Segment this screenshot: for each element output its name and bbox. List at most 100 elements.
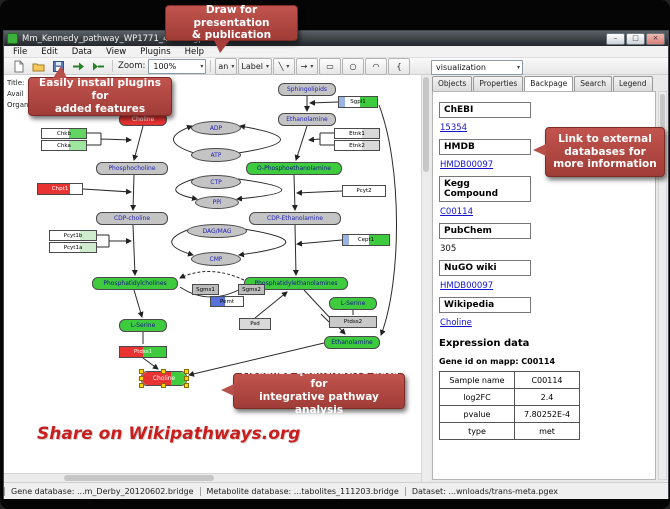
pathway-node-sgms1[interactable]: Sgms1	[192, 284, 219, 295]
pathway-edge[interactable]	[173, 124, 195, 154]
label-tool[interactable]: Label▾	[238, 57, 272, 75]
pathway-edge[interactable]	[130, 174, 137, 211]
tab-backpage[interactable]: Backpage	[524, 76, 574, 91]
pathway-node-pcyt1a[interactable]: Pcyt1a	[49, 242, 97, 253]
pathway-node-phosphocholine[interactable]: Phosphocholine	[96, 162, 168, 175]
backpage-value-wikipedia[interactable]: Choline	[440, 318, 472, 328]
pathway-edge[interactable]	[320, 313, 330, 323]
maximize-button[interactable]: □	[626, 32, 645, 45]
pathway-node-l-serine-left[interactable]: L-Serine	[119, 319, 167, 332]
pathway-node-pcyt1b[interactable]: Pcyt1b	[49, 230, 97, 241]
arrow-tool[interactable]: →▾	[295, 57, 318, 75]
pathway-node-cdp-ethanolamine[interactable]: CDP-Ethanolamine	[249, 212, 341, 225]
pathway-node-sphingolipids[interactable]: Sphingolipids	[278, 83, 336, 96]
tab-legend[interactable]: Legend	[612, 76, 653, 91]
pathway-edge[interactable]	[132, 125, 144, 161]
rectangle-tool[interactable]: ▭	[318, 57, 341, 75]
pathway-node-psd[interactable]: Psd	[239, 318, 271, 330]
backpage-value-nugo-wiki[interactable]: HMDB00097	[440, 281, 494, 291]
pathway-edge[interactable]	[188, 342, 325, 377]
pathway-edge[interactable]	[294, 125, 308, 161]
brace-tool[interactable]: {	[387, 57, 410, 75]
pathway-node-pcyt2[interactable]: Pcyt2	[342, 185, 386, 197]
pathway-edge[interactable]	[97, 234, 131, 248]
selection-handle[interactable]	[161, 383, 166, 388]
pathway-node-sgpl1[interactable]: Sgpl1	[338, 96, 378, 108]
pathway-edge[interactable]	[82, 188, 132, 195]
ellipse-tool[interactable]: ○	[341, 57, 364, 75]
menu-view[interactable]: View	[106, 46, 127, 57]
open-file-button[interactable]	[28, 58, 48, 75]
pathway-edge[interactable]	[236, 178, 283, 202]
pathway-edge[interactable]	[142, 357, 159, 370]
pathway-node-atp[interactable]: ATP	[191, 148, 241, 162]
pathway-node-chkb[interactable]: Chkb	[41, 128, 87, 139]
pathway-node-ptdss1[interactable]: Ptdss1	[119, 346, 167, 358]
tab-properties[interactable]: Properties	[473, 76, 524, 91]
pathway-node-phosphatidylcholines[interactable]: Phosphatidylcholines	[92, 277, 178, 290]
pathway-node-adp[interactable]: ADP	[191, 121, 241, 135]
menu-plugins[interactable]: Plugins	[140, 46, 171, 57]
pathway-node-etnk2[interactable]: Etnk2	[334, 140, 380, 151]
pathway-node-ppi[interactable]: PPi	[195, 196, 239, 209]
backpage-value-chebi[interactable]: 15354	[440, 123, 468, 133]
pathway-node-ethanolamine-top[interactable]: Ethanolamine	[278, 113, 336, 126]
pathway-edge[interactable]	[237, 123, 281, 154]
backpage-value-kegg-compound[interactable]: C00114	[440, 207, 473, 217]
datanode-tool[interactable]: an▾	[215, 57, 238, 75]
backpage-value-hmdb[interactable]: HMDB00097	[440, 160, 494, 170]
pathway-edge[interactable]	[131, 224, 138, 276]
pathway-edge[interactable]	[133, 289, 144, 318]
tab-search[interactable]: Search	[574, 76, 612, 91]
minimize-button[interactable]: –	[606, 32, 625, 45]
pathway-node-chka[interactable]: Chka	[41, 140, 87, 151]
menu-file[interactable]: File	[13, 46, 28, 57]
export-button[interactable]	[88, 58, 108, 75]
selection-handle[interactable]	[139, 369, 144, 374]
pathway-node-choline-selected[interactable]: Choline	[139, 369, 189, 388]
menu-data[interactable]: Data	[71, 46, 92, 57]
new-file-button[interactable]	[8, 58, 28, 75]
menu-edit[interactable]: Edit	[41, 46, 58, 57]
pathway-edge[interactable]	[378, 104, 397, 336]
pathway-node-cmp[interactable]: CMP	[191, 252, 241, 266]
pathway-node-ethanolamine-bottom[interactable]: Ethanolamine	[324, 336, 380, 349]
line-tool[interactable]: ╲▾	[272, 57, 295, 75]
pathway-node-l-serine-right[interactable]: L-Serine	[329, 297, 377, 310]
menu-help[interactable]: Help	[184, 46, 205, 57]
zoom-select[interactable]: 100% ▾	[148, 58, 207, 74]
pathway-node-etnk1[interactable]: Etnk1	[334, 128, 380, 139]
pathway-edge[interactable]	[291, 174, 298, 211]
pathway-edge[interactable]	[309, 132, 334, 145]
canvas-vertical-scrollbar[interactable]	[421, 75, 431, 482]
selection-handle[interactable]	[184, 383, 189, 388]
arc-tool[interactable]: ◠	[364, 57, 387, 75]
pathway-edge[interactable]	[296, 239, 343, 247]
scrollbar-thumb[interactable]	[64, 475, 214, 481]
selection-handle[interactable]	[139, 383, 144, 388]
canvas-horizontal-scrollbar[interactable]	[4, 473, 421, 483]
pathway-node-dag-mag[interactable]: DAG/MAG	[187, 224, 247, 238]
pathway-edge[interactable]	[171, 228, 194, 257]
pathway-node-cdp-choline[interactable]: CDP-choline	[96, 212, 168, 225]
pathway-node-pemt[interactable]: Pemt	[210, 296, 244, 307]
pathway-edge[interactable]	[309, 99, 339, 106]
visualization-select[interactable]: visualization ▾	[431, 60, 523, 75]
pathway-node-o-phosphoethanolamine[interactable]: O-Phosphoethanolamine	[246, 162, 342, 175]
pathway-edge[interactable]	[179, 270, 245, 281]
pathway-edge[interactable]	[254, 291, 288, 319]
pathway-node-phosphatidylethanolamines[interactable]: Phosphatidylethanolamines	[244, 277, 348, 290]
tab-objects[interactable]: Objects	[432, 76, 473, 91]
pathway-node-ctp[interactable]: CTP	[191, 175, 241, 189]
selection-handle[interactable]	[184, 369, 189, 374]
selection-handle[interactable]	[184, 375, 189, 381]
selection-handle[interactable]	[139, 375, 144, 381]
pathway-node-ptdss2[interactable]: Ptdss2	[329, 316, 377, 328]
pathway-edge[interactable]	[292, 224, 299, 276]
pathway-edge[interactable]	[87, 132, 131, 145]
pathway-edge[interactable]	[175, 178, 198, 201]
close-button[interactable]: ×	[646, 32, 665, 45]
pathway-node-sgms2[interactable]: Sgms2	[238, 284, 265, 295]
import-button[interactable]	[68, 58, 88, 75]
